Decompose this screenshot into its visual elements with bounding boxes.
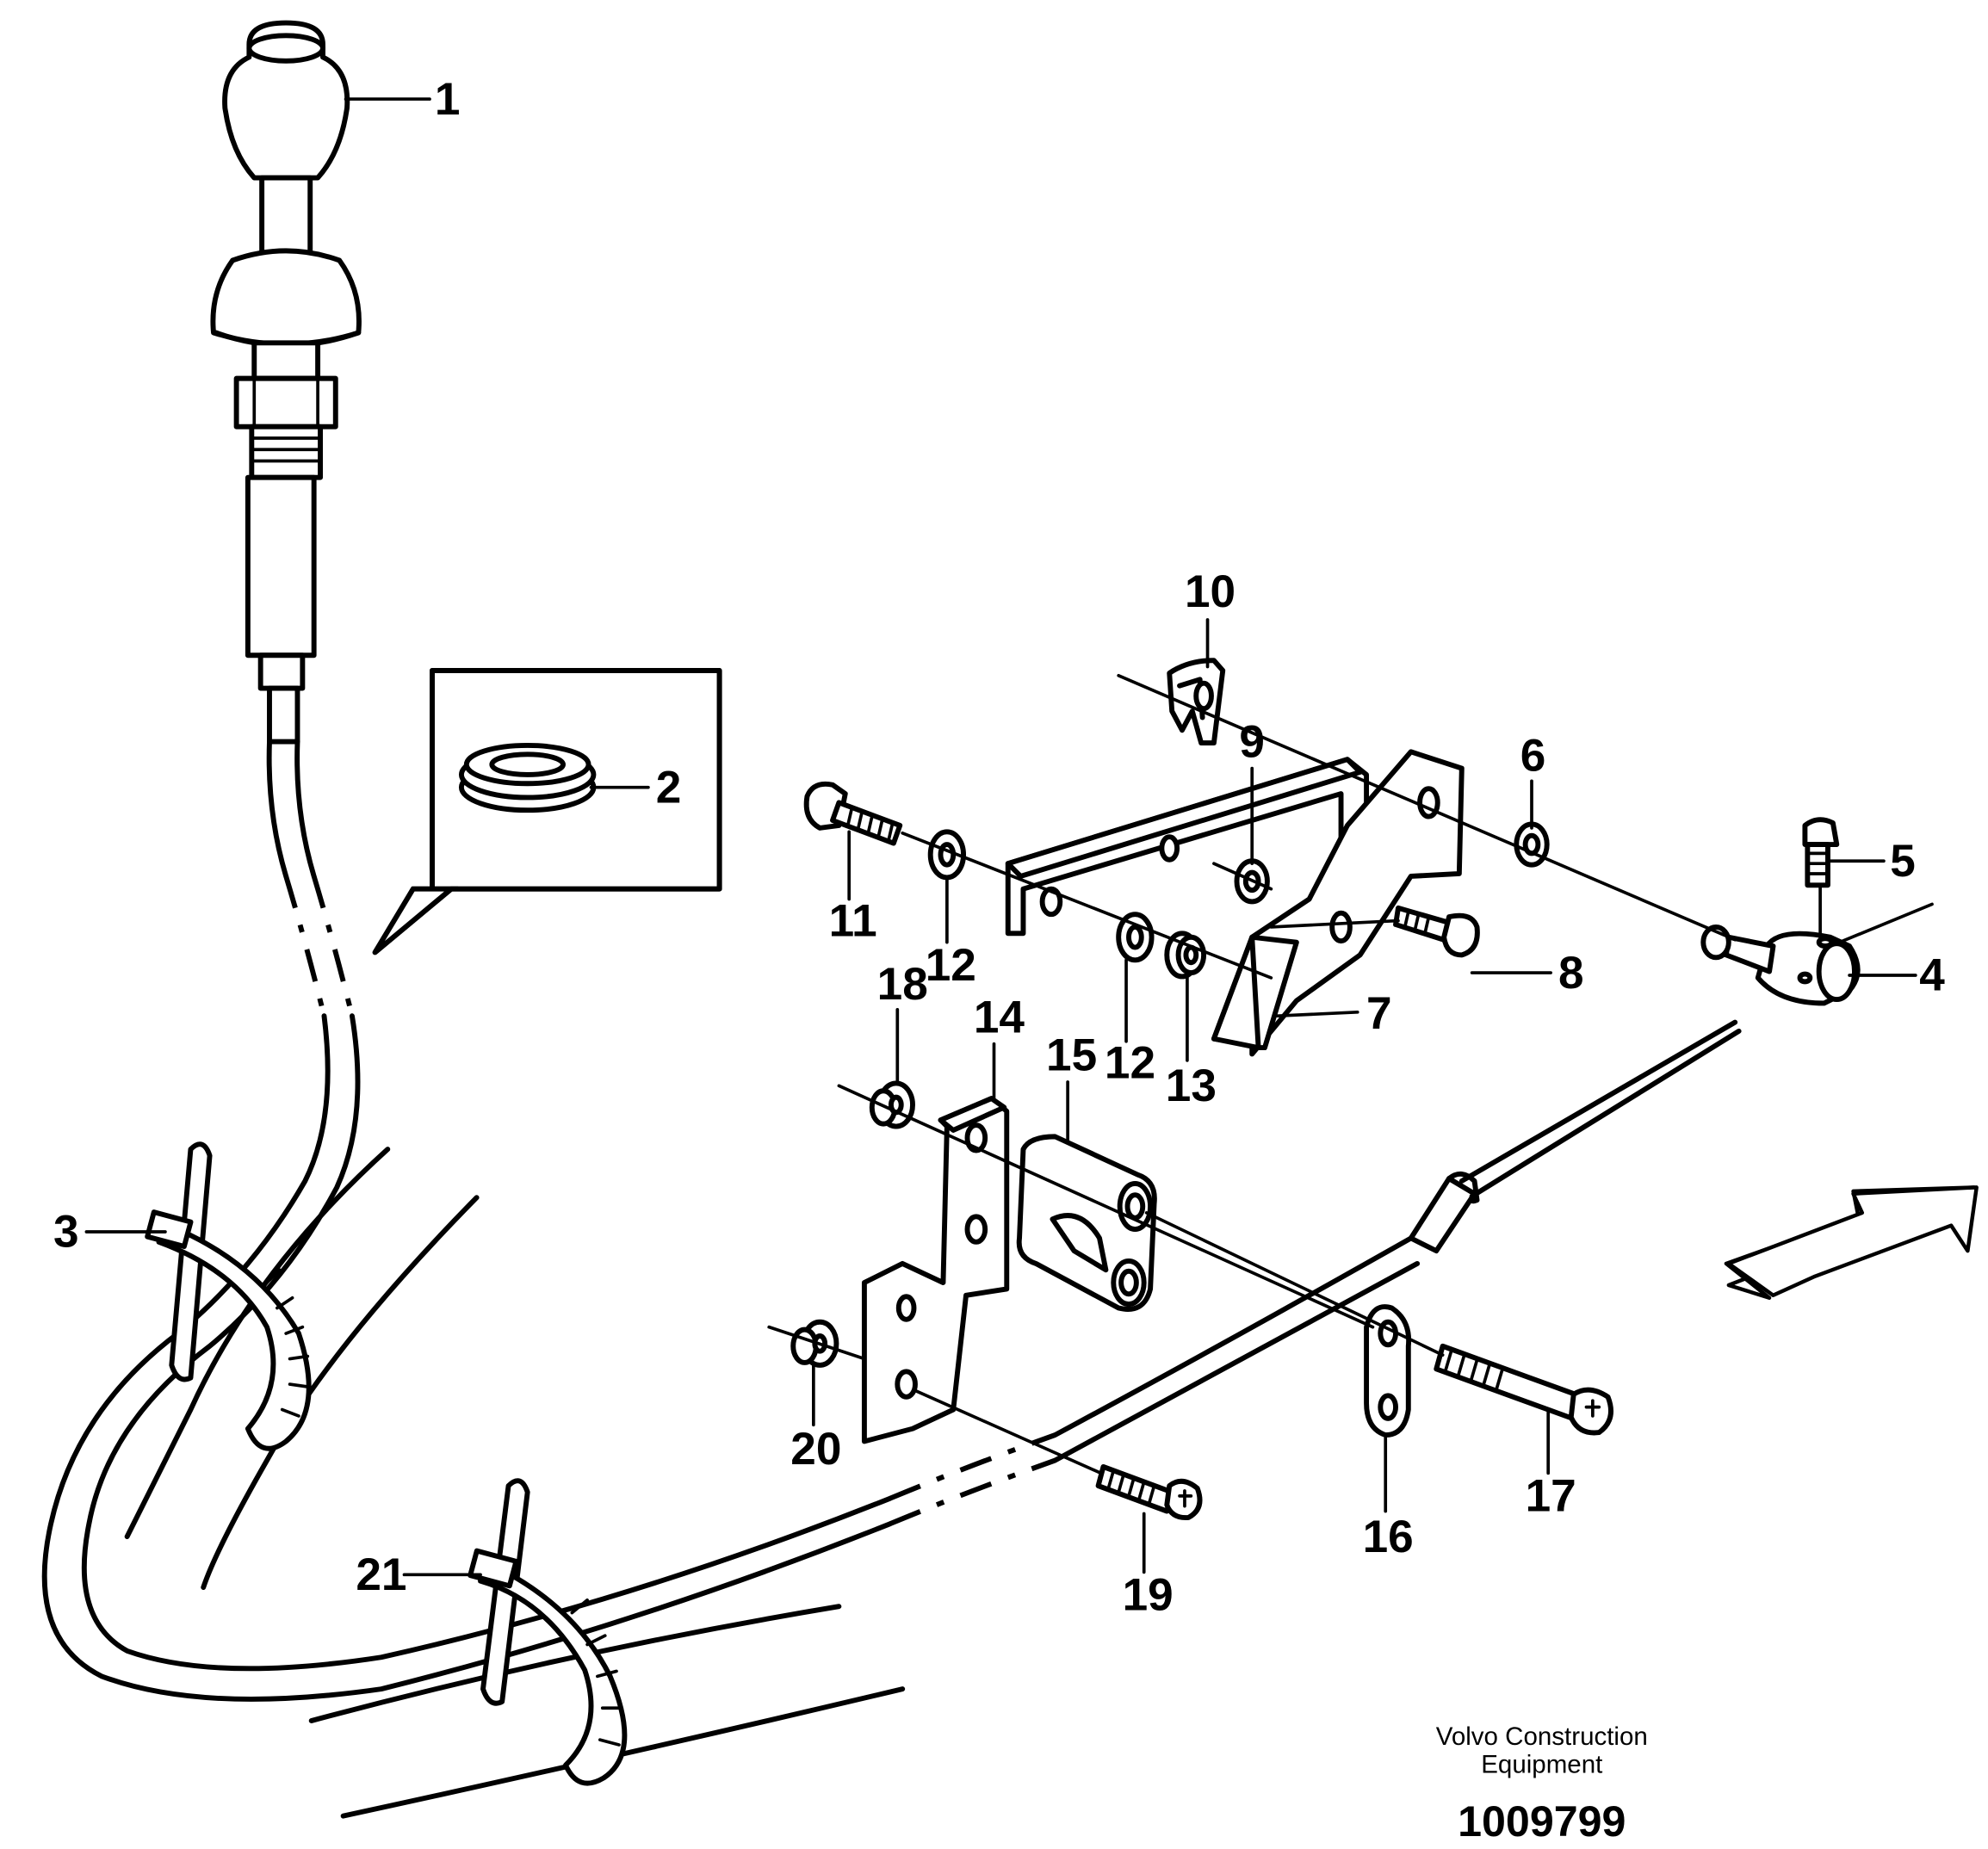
callout-14: 14 bbox=[974, 992, 1025, 1042]
callout-19: 19 bbox=[1123, 1570, 1174, 1621]
bolt-17 bbox=[1434, 1343, 1613, 1436]
washer-12b bbox=[1116, 912, 1155, 963]
hose-bundle bbox=[124, 1147, 906, 1819]
nut-13 bbox=[1164, 931, 1207, 980]
callout-6: 6 bbox=[1520, 731, 1546, 782]
callout-15: 15 bbox=[1046, 1030, 1097, 1081]
credit-line-1: Volvo Construction bbox=[1436, 1722, 1648, 1751]
callout-12b: 12 bbox=[1105, 1038, 1155, 1089]
callout-16: 16 bbox=[1363, 1512, 1414, 1562]
callout-5: 5 bbox=[1890, 836, 1916, 887]
direction-arrow-icon bbox=[1724, 1185, 1979, 1300]
bolt-11 bbox=[803, 781, 903, 846]
cable-upper bbox=[41, 739, 1421, 1702]
document-number: 1009799 bbox=[1458, 1797, 1626, 1846]
callout-17: 17 bbox=[1526, 1471, 1576, 1522]
callout-7: 7 bbox=[1366, 988, 1392, 1039]
cable-end-sleeve bbox=[1408, 1019, 1742, 1254]
callout-9: 9 bbox=[1239, 716, 1265, 767]
block-15 bbox=[1016, 1134, 1157, 1312]
control-knob bbox=[210, 20, 362, 745]
screw-5 bbox=[1802, 817, 1840, 888]
callout-labels: 1 2 3 4 5 6 7 8 9 10 11 12 12 13 14 15 1… bbox=[53, 74, 1945, 1621]
callout-13: 13 bbox=[1166, 1061, 1217, 1111]
callout-2: 2 bbox=[656, 762, 682, 813]
leader-lines bbox=[84, 97, 1917, 1577]
callout-12a: 12 bbox=[926, 940, 976, 991]
assembly-axes bbox=[767, 674, 1934, 1475]
callout-1: 1 bbox=[435, 74, 461, 125]
lever-7 bbox=[1211, 749, 1465, 1057]
callout-21: 21 bbox=[356, 1549, 406, 1600]
callout-20: 20 bbox=[790, 1424, 841, 1475]
credit-line-2: Equipment bbox=[1481, 1750, 1602, 1778]
callout-11: 11 bbox=[829, 895, 877, 946]
callout-3: 3 bbox=[53, 1207, 79, 1258]
bolt-19 bbox=[1095, 1463, 1203, 1520]
bolt-8 bbox=[1393, 905, 1480, 958]
grommet bbox=[458, 743, 597, 813]
callout-8: 8 bbox=[1558, 948, 1584, 999]
bracket-14 bbox=[861, 1096, 1010, 1444]
clip-10 bbox=[1167, 658, 1226, 745]
cable-tie-3 bbox=[145, 1141, 312, 1451]
cable-clamp-4 bbox=[1700, 924, 1861, 1006]
footer: Volvo Construction Equipment 1009799 bbox=[1436, 1722, 1648, 1846]
callout-4: 4 bbox=[1919, 950, 1945, 1001]
callout-10: 10 bbox=[1185, 566, 1236, 617]
cable-tie-21 bbox=[468, 1478, 628, 1786]
detail-box bbox=[372, 667, 722, 955]
callout-18: 18 bbox=[877, 959, 928, 1010]
